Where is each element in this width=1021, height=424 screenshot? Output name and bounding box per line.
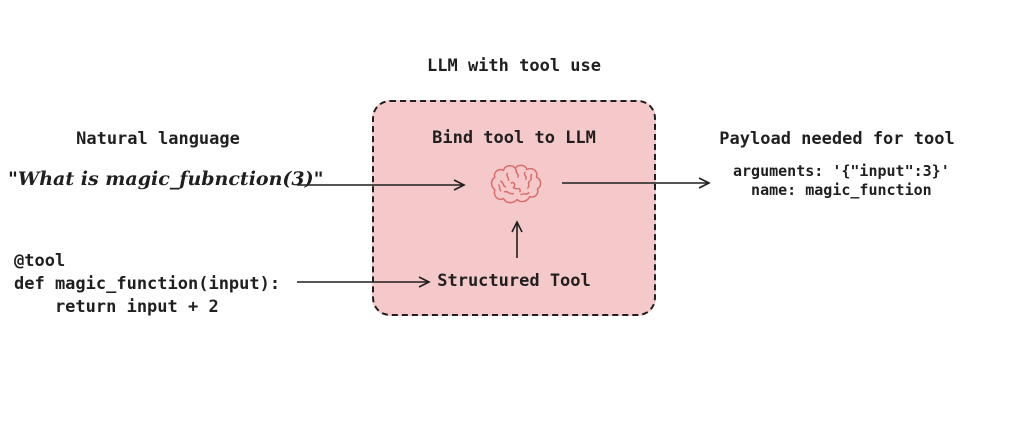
bind-tool-box: Bind tool to LLM Structured Too bbox=[372, 100, 656, 316]
payload-code: arguments: '{"input":3}' name: magic_fun… bbox=[733, 162, 950, 199]
tool-definition-code: @tool def magic_function(input): return … bbox=[14, 251, 281, 317]
structured-tool-label: Structured Tool bbox=[437, 271, 591, 291]
natural-language-quote: "What is magic_fubnction(3)" bbox=[8, 168, 324, 190]
payload-heading: Payload needed for tool bbox=[719, 129, 955, 149]
bind-tool-heading: Bind tool to LLM bbox=[432, 128, 596, 148]
diagram-title: LLM with tool use bbox=[427, 56, 601, 76]
brain-icon bbox=[486, 161, 544, 207]
natural-language-heading: Natural language bbox=[76, 129, 240, 149]
